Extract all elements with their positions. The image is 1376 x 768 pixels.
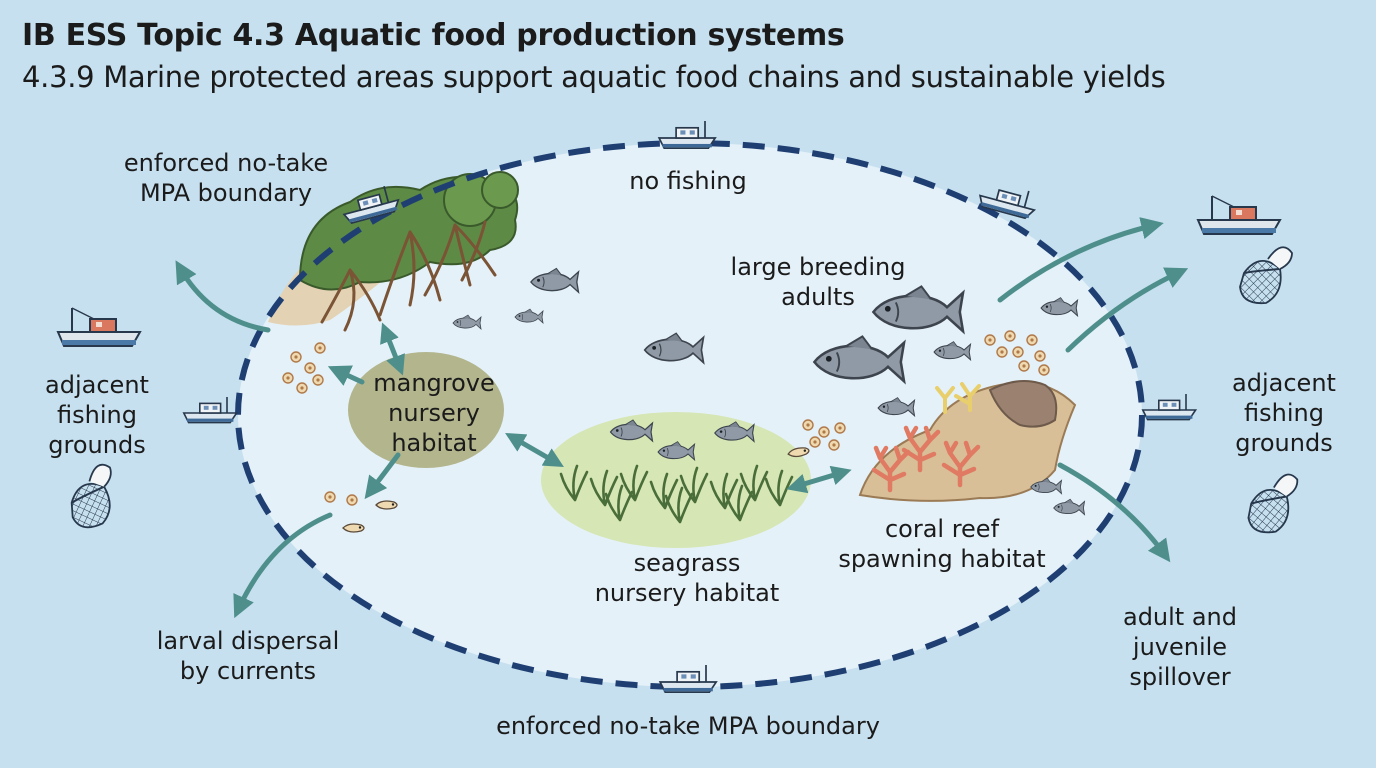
label-coral-reef-habitat: coral reef spawning habitat	[838, 515, 1046, 573]
movement-arrows	[175, 217, 1189, 619]
label-adjacent-fishing-right: adjacent fishing grounds	[1232, 369, 1336, 457]
label-no-fishing: no fishing	[629, 167, 747, 195]
label-adjacent-fishing-left: adjacent fishing grounds	[45, 371, 149, 459]
label-mpa-boundary-bottom: enforced no-take MPA boundary	[496, 712, 880, 740]
label-mangrove-habitat: mangrove nursery habitat	[373, 369, 495, 457]
mangrove-tree-icon	[268, 171, 519, 332]
page-title: IB ESS Topic 4.3 Aquatic food production…	[22, 18, 845, 53]
coral-icon	[858, 380, 1077, 502]
label-larval-dispersal: larval dispersal by currents	[156, 627, 340, 685]
label-mpa-boundary-top: enforced no-take MPA boundary	[123, 149, 329, 207]
page-subtitle: 4.3.9 Marine protected areas support aqu…	[22, 60, 1166, 94]
label-spillover: adult and juvenile spillover	[1122, 603, 1237, 691]
label-large-breeding-adults: large breeding adults	[730, 253, 906, 311]
label-seagrass-habitat: seagrass nursery habitat	[594, 549, 780, 607]
mangrove-habitat-zone	[348, 352, 504, 468]
